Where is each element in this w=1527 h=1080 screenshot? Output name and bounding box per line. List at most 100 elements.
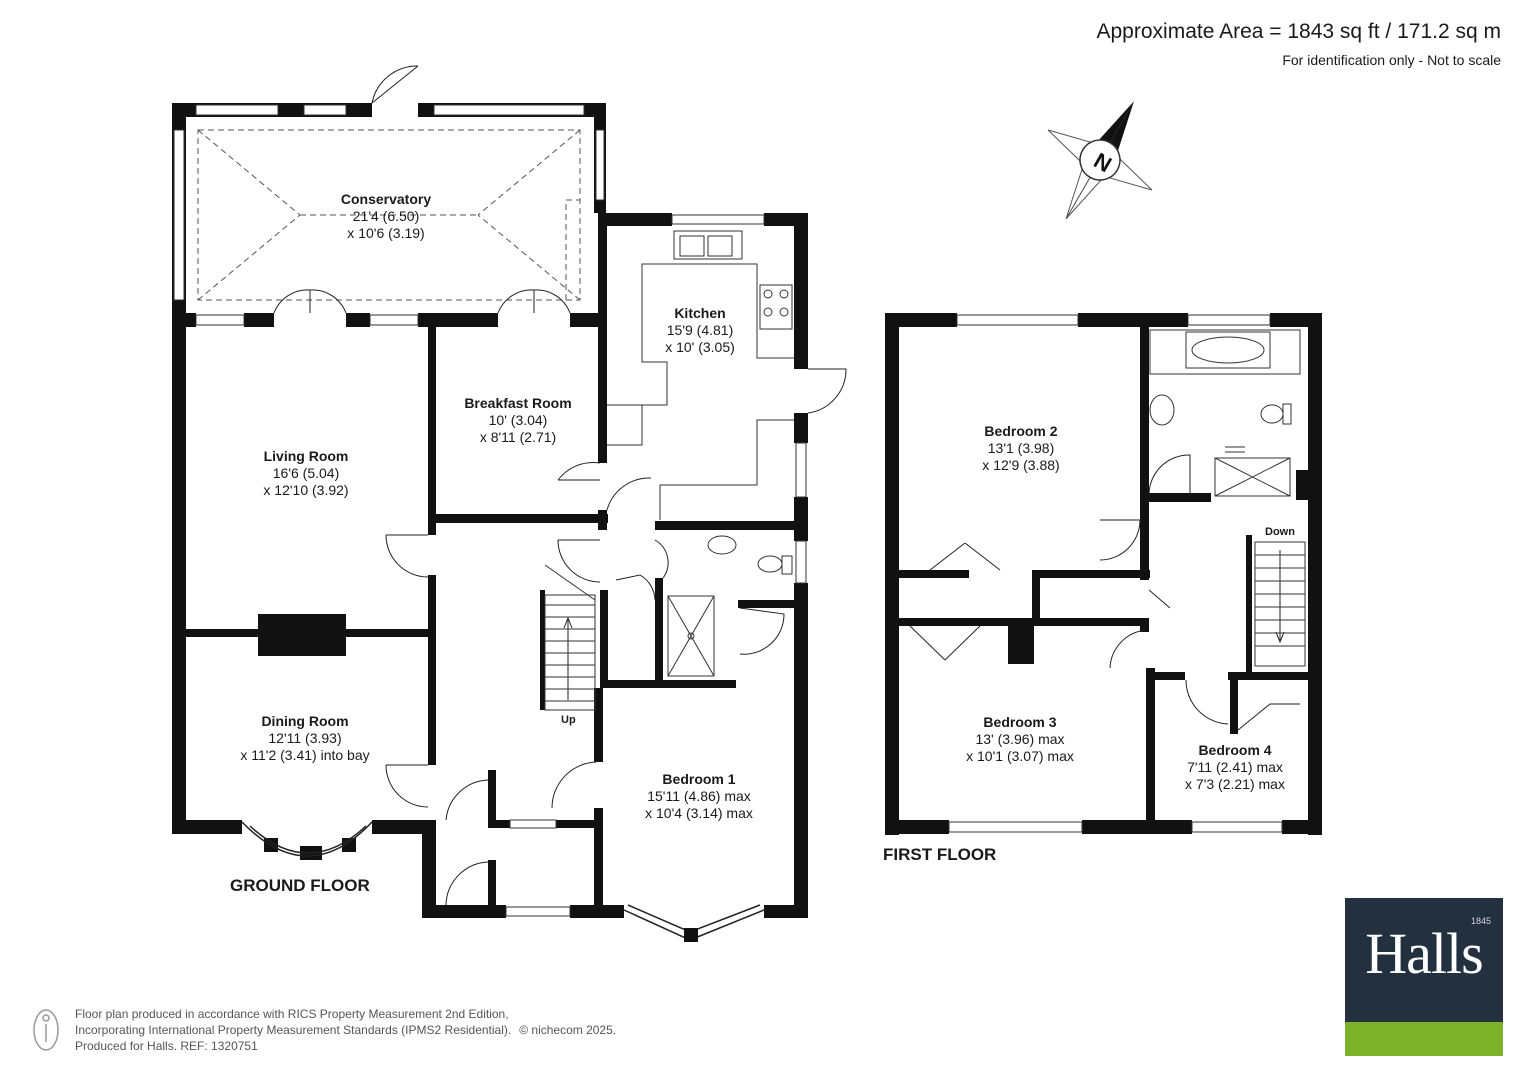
- door-swing: [739, 607, 785, 655]
- door-swing: [557, 539, 601, 583]
- halls-logo: Halls 1845: [1345, 898, 1503, 1056]
- kitchen-counter: [659, 419, 794, 520]
- door-swing: [606, 477, 652, 511]
- wall: [1308, 313, 1322, 835]
- window: [173, 129, 185, 301]
- wall: [1032, 578, 1040, 618]
- wall: [258, 614, 346, 656]
- door-swing: [1237, 703, 1300, 731]
- wall: [1078, 313, 1188, 327]
- wall: [1296, 470, 1308, 500]
- compass-rose: [1047, 101, 1153, 220]
- wall: [794, 413, 808, 443]
- stairs-up-label: Up: [561, 714, 576, 726]
- room-label-dining-room: Dining Room 12'11 (3.93) x 11'2 (3.41) i…: [240, 713, 370, 763]
- wall: [655, 578, 663, 680]
- wardrobe-door: [909, 625, 981, 661]
- window: [795, 540, 807, 584]
- wall: [428, 575, 436, 765]
- shower-tray: [1214, 457, 1291, 497]
- wall: [899, 570, 969, 578]
- window: [948, 821, 1083, 833]
- window: [509, 819, 557, 829]
- door-swing: [445, 779, 489, 821]
- door-swing: [1185, 679, 1229, 725]
- wall: [1149, 493, 1211, 502]
- logo-text: Halls: [1365, 921, 1483, 986]
- window: [671, 214, 765, 225]
- toilet: [757, 555, 783, 573]
- not-to-scale-note: For identification only - Not to scale: [1282, 52, 1501, 68]
- wall: [436, 514, 608, 523]
- wall: [885, 820, 949, 834]
- wall: [570, 905, 624, 918]
- window: [433, 104, 585, 116]
- wall: [1230, 680, 1238, 734]
- washbasin: [1149, 394, 1175, 426]
- sink: [673, 230, 743, 260]
- footer-disclaimer: Floor plan produced in accordance with R…: [75, 1006, 616, 1054]
- room-label-bedroom-4: Bedroom 4 7'11 (2.41) max x 7'3 (2.21) m…: [1185, 742, 1285, 792]
- room-label-bedroom-3: Bedroom 3 13' (3.96) max x 10'1 (3.07) m…: [966, 714, 1074, 764]
- wall: [1140, 520, 1149, 580]
- person-icon: [33, 1009, 59, 1051]
- wall: [684, 928, 698, 942]
- washbasin: [707, 535, 737, 555]
- wall: [428, 327, 436, 535]
- conservatory-roof-line: [565, 199, 580, 300]
- wall: [422, 820, 436, 918]
- door-swing: [273, 289, 311, 314]
- logo-year: 1845: [1470, 916, 1491, 926]
- window: [1191, 821, 1283, 833]
- logo-green-bar: [1345, 1022, 1503, 1056]
- wall: [1140, 622, 1149, 632]
- window: [795, 442, 807, 498]
- wall: [598, 213, 607, 463]
- bay-window: [627, 904, 761, 933]
- stairs: [1254, 541, 1306, 667]
- wardrobe-door: [929, 542, 1001, 571]
- door-swing: [445, 861, 489, 906]
- wall: [540, 590, 545, 710]
- conservatory-roof-outline: [197, 129, 581, 301]
- wall: [1155, 672, 1185, 680]
- wall: [346, 313, 370, 327]
- door-swing: [533, 289, 571, 314]
- door-swing: [1109, 629, 1147, 669]
- footer-line-2: Incorporating International Property Mea…: [75, 1023, 512, 1037]
- wall: [794, 213, 808, 369]
- wall: [186, 629, 258, 637]
- bay-window: [249, 825, 367, 854]
- hob: [759, 284, 793, 330]
- wall: [1140, 327, 1149, 520]
- window: [956, 314, 1079, 326]
- wall: [488, 770, 496, 820]
- wall: [600, 680, 736, 688]
- window: [195, 104, 279, 116]
- footer-copyright: © nichecom 2025.: [519, 1023, 617, 1037]
- wall: [1008, 618, 1034, 664]
- wall: [422, 905, 506, 918]
- door-swing: [807, 368, 847, 414]
- shower-tray: [667, 595, 715, 677]
- room-label-conservatory: Conservatory 21'4 (6.50) x 10'6 (3.19): [340, 191, 432, 241]
- door-swing: [309, 289, 347, 314]
- wall: [418, 313, 498, 327]
- conservatory-roof-line: [477, 129, 581, 216]
- bay-window: [241, 821, 373, 857]
- wall: [794, 497, 808, 541]
- door-swing: [551, 761, 597, 809]
- wall: [885, 313, 899, 835]
- room-label-bedroom-2: Bedroom 2 13'1 (3.98) x 12'9 (3.88): [982, 423, 1060, 473]
- wall: [606, 213, 672, 226]
- window: [505, 906, 571, 917]
- door-swing: [1148, 589, 1171, 609]
- stairs-down-label: Down: [1265, 526, 1295, 538]
- door-swing: [557, 461, 601, 481]
- wall: [738, 600, 794, 608]
- kitchen-counter: [607, 263, 794, 406]
- room-label-kitchen: Kitchen 15'9 (4.81) x 10' (3.05): [665, 305, 735, 355]
- wall: [372, 820, 436, 834]
- wall: [172, 820, 242, 834]
